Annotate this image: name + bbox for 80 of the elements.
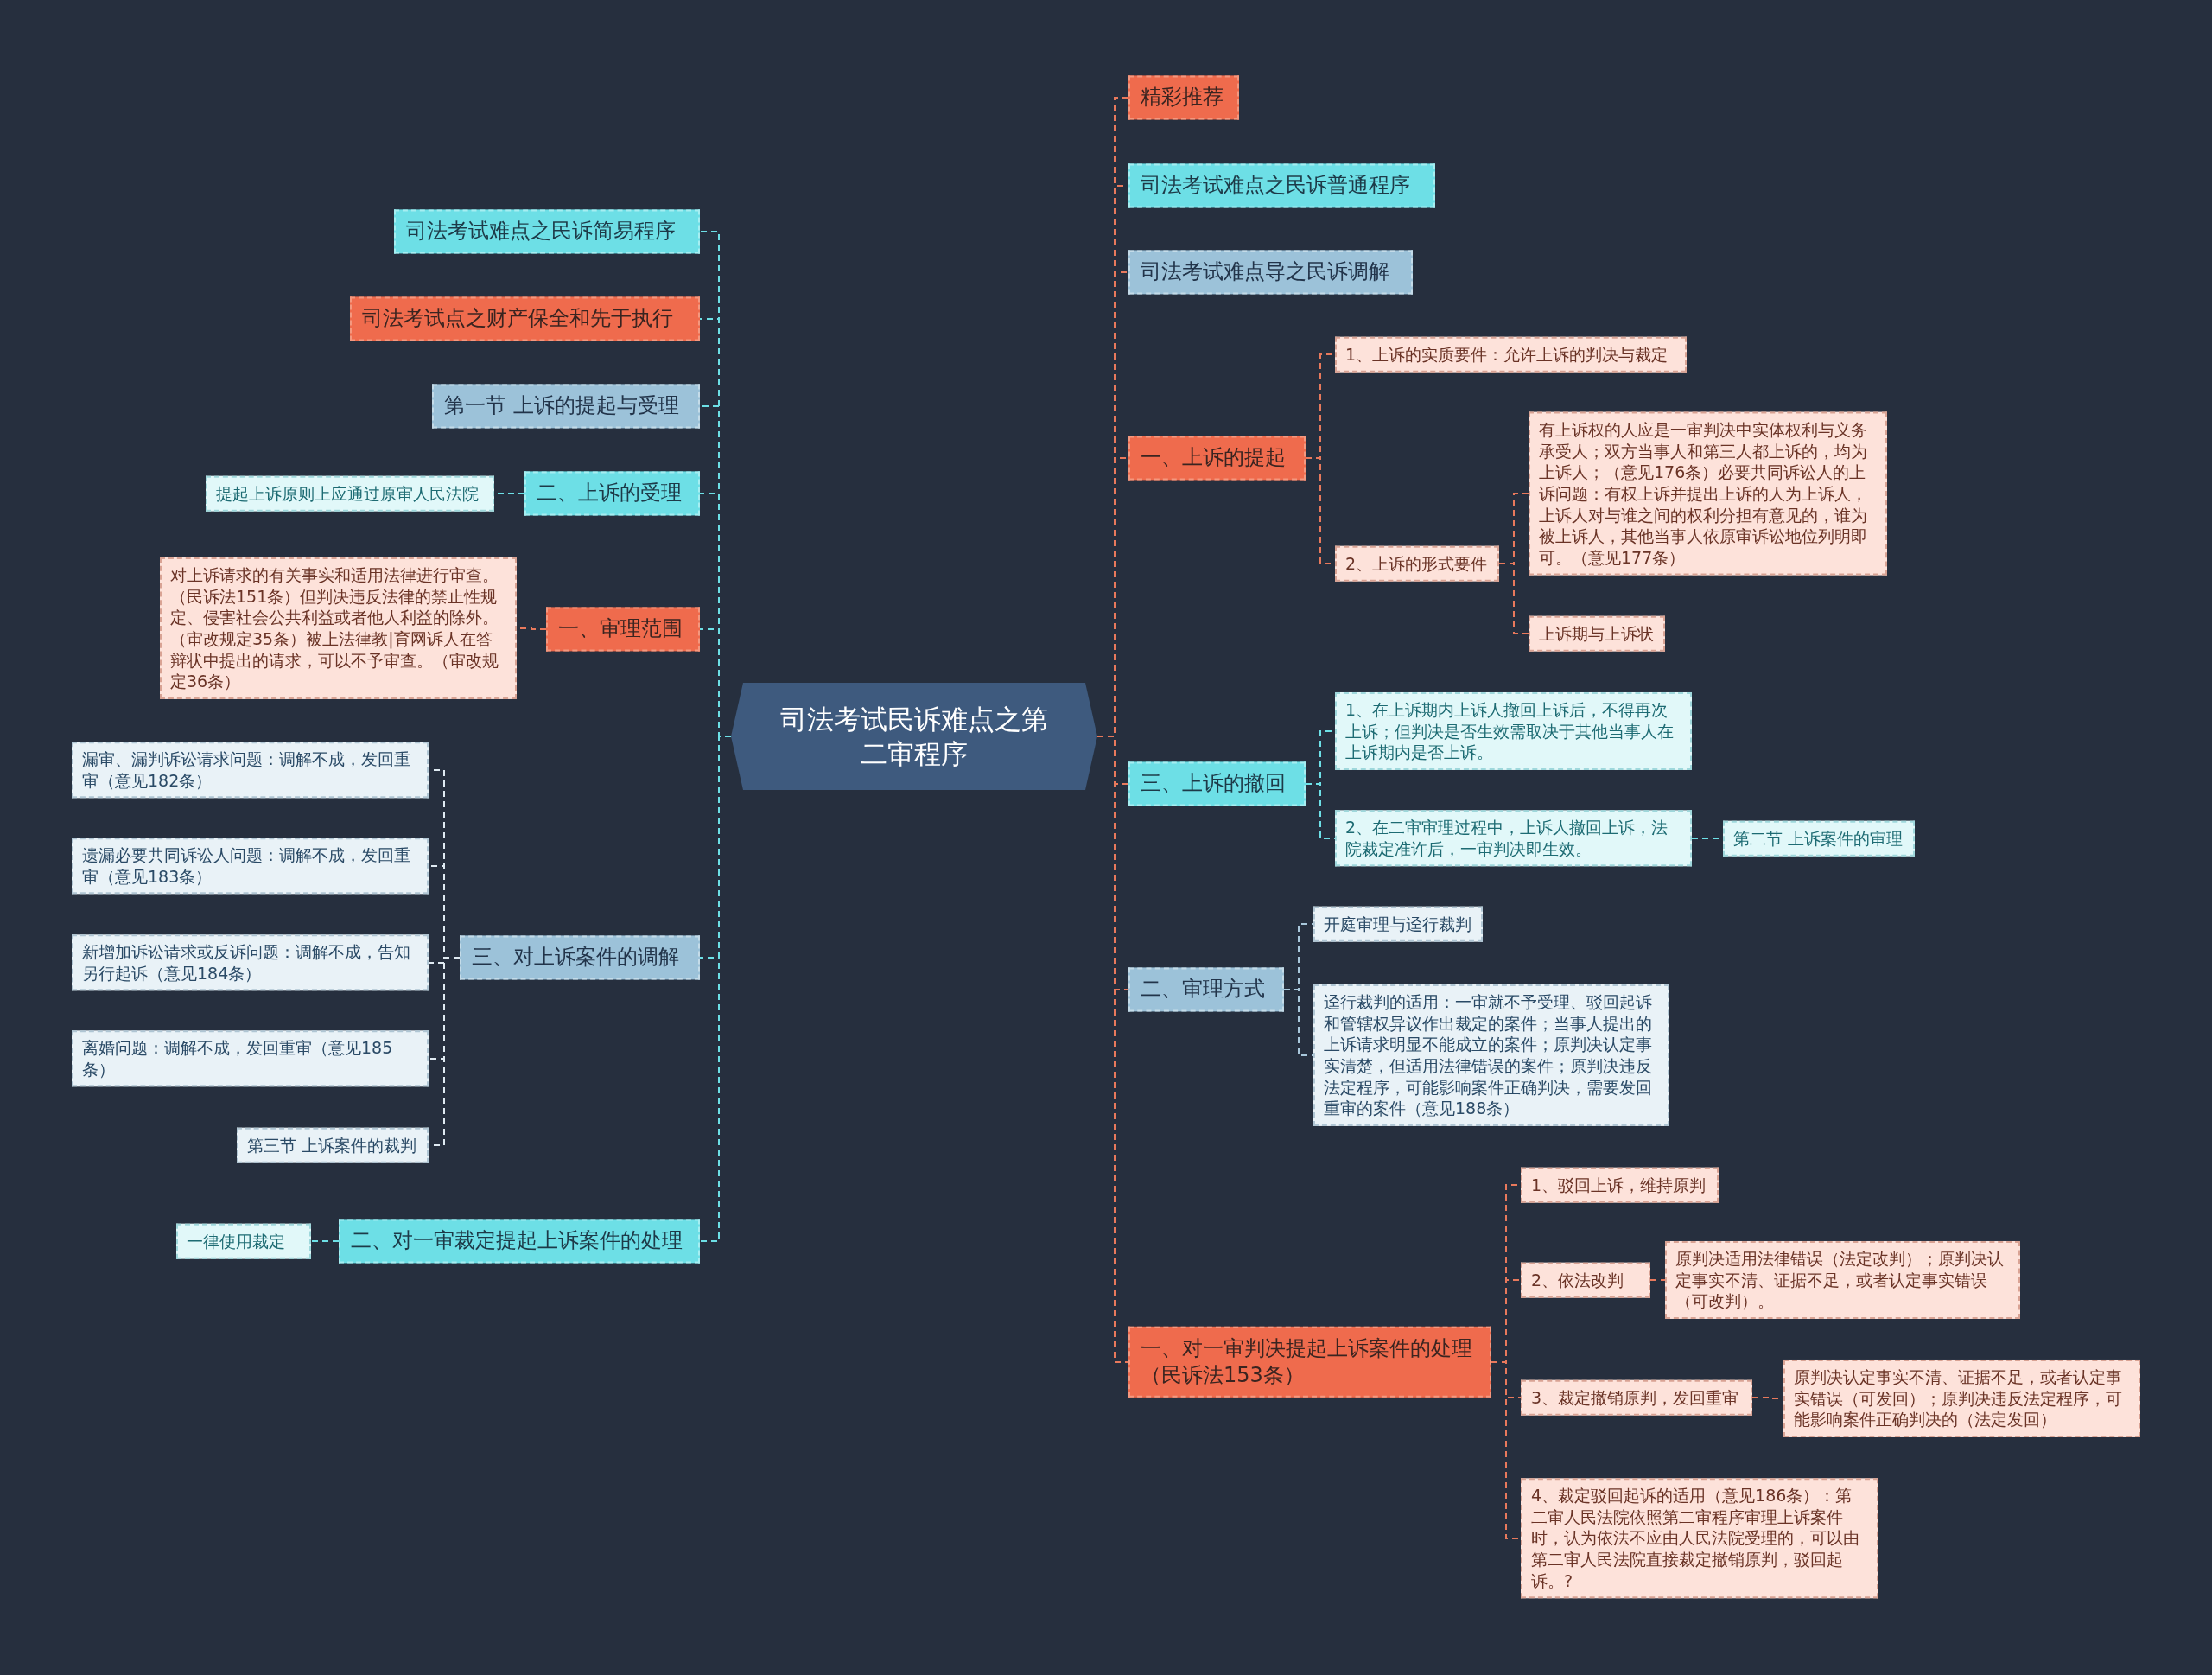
- topic-text: 三、对上诉案件的调解: [472, 944, 679, 971]
- topic-box: [1521, 1478, 1878, 1599]
- topic-box: [1335, 810, 1692, 867]
- topic-box: [1335, 545, 1499, 582]
- topic-box: [1665, 1240, 2020, 1320]
- topic-text: 对上诉请求的有关事实和适用法律进行审查。（民诉法151条）但判决违反法律的禁止性规定、侵害社会公共利益或者他人利益的除外。（审改规定35条）被上法律教|育网诉人在答辩状中提出的请求，可以不予审查。（审改规定36条）: [170, 564, 499, 693]
- topic-text: 4、裁定驳回起诉的适用（意见186条）：第二审人民法院依照第二审程序审理上诉案件时，认为依法不应由人民法院受理的，可以由第二审人民法院直接裁定撤销原判，驳回起诉。?: [1531, 1485, 1860, 1592]
- topic-box: [176, 1223, 311, 1259]
- topic-box: [1521, 1262, 1650, 1298]
- topic-text: 1、上诉的实质要件：允许上诉的判决与裁定: [1345, 343, 1669, 366]
- topic-text: 二、审理方式: [1141, 976, 1265, 1003]
- connector-line: [310, 1240, 340, 1242]
- topic-text: 司法考试民诉难点之第二审程序: [779, 702, 1049, 771]
- topic-box: [1128, 1326, 1491, 1398]
- topic-box: [460, 935, 700, 980]
- topic-text: 一律使用裁定: [187, 1230, 285, 1252]
- topic-box: [160, 557, 517, 700]
- topic-text: 司法考试难点之民诉简易程序: [406, 218, 676, 245]
- topic-box: [432, 384, 700, 429]
- topic-box: [1128, 75, 1239, 120]
- topic-text: 一、上诉的提起: [1141, 444, 1286, 472]
- topic-text: 2、在二审审理过程中，上诉人撤回上诉，法院裁定准许后，一审判决即生效。: [1345, 817, 1669, 860]
- topic-text: 精彩推荐: [1141, 84, 1224, 111]
- topic-text: 一、对一审判决提起上诉案件的处理（民诉法153条）: [1141, 1334, 1473, 1389]
- topic-text: 提起上诉原则上应通过原审人民法院: [216, 482, 479, 505]
- connector-line: [1649, 1279, 1666, 1281]
- topic-box: [1128, 436, 1306, 481]
- topic-box: [237, 1127, 429, 1163]
- topic-box: [1335, 336, 1687, 373]
- topic-text: 第一节 上诉的提起与受理: [444, 392, 679, 420]
- topic-text: 司法考试难点之民诉普通程序: [1141, 172, 1410, 200]
- topic-box: [72, 838, 429, 895]
- topic-box: [1521, 1379, 1752, 1416]
- topic-box: [1313, 906, 1483, 942]
- topic-text: 第二节 上诉案件的审理: [1733, 827, 1904, 850]
- topic-text: 1、在上诉期内上诉人撤回上诉后，不得再次上诉；但判决是否生效需取决于其他当事人在上诉期内是否上诉。: [1345, 698, 1675, 764]
- topic-text: 司法考试点之财产保全和先于执行: [362, 305, 673, 333]
- topic-box: [72, 742, 429, 799]
- topic-box: [1128, 761, 1306, 806]
- topic-box: [524, 471, 700, 516]
- topic-text: 1、驳回上诉，维持原判: [1531, 1174, 1707, 1196]
- topic-box: [339, 1219, 700, 1264]
- topic-text: 三、上诉的撤回: [1141, 770, 1286, 798]
- topic-text: 开庭审理与迳行裁判: [1324, 913, 1471, 935]
- topic-box: [1723, 820, 1915, 857]
- topic-box: [1128, 967, 1284, 1012]
- topic-box: [1128, 163, 1435, 208]
- topic-text: 第三节 上诉案件的裁判: [247, 1134, 417, 1156]
- topic-text: 漏审、漏判诉讼请求问题：调解不成，发回重审（意见182条）: [82, 748, 411, 792]
- topic-text: 二、上诉的受理: [537, 480, 682, 507]
- topic-text: 上诉期与上诉状: [1539, 622, 1654, 645]
- topic-text: 离婚问题：调解不成，发回重审（意见185条）: [82, 1037, 394, 1080]
- topic-text: 迳行裁判的适用：一审就不予受理、驳回起诉和管辖权异议作出裁定的案件；当事人提出的上诉请求明显不能成立的案件；原判决认定事实清楚，但适用法律错误的案件；原判决违反法定程序，可能影响案件正确判决，需要发回重审的案件（意见188条）: [1324, 990, 1653, 1120]
- connector-line: [1283, 989, 1314, 1056]
- topic-text: 2、上诉的形式要件: [1345, 552, 1488, 575]
- topic-box: [1521, 1167, 1719, 1203]
- topic-text: 3、裁定撤销原判，发回重审: [1531, 1386, 1739, 1409]
- topic-text: 2、依法改判: [1531, 1269, 1624, 1291]
- topic-box: [1529, 411, 1887, 576]
- topic-text: 遗漏必要共同诉讼人问题：调解不成，发回重审（意见183条）: [82, 844, 411, 888]
- topic-box: [546, 607, 700, 652]
- topic-text: 司法考试难点导之民诉调解: [1141, 258, 1389, 286]
- topic-box: [1529, 615, 1665, 652]
- topic-box: [72, 1030, 429, 1087]
- topic-box: [1313, 984, 1669, 1127]
- topic-text: 新增加诉讼请求或反诉问题：调解不成，告知另行起诉（意见184条）: [82, 941, 411, 984]
- topic-box: [1783, 1359, 2140, 1438]
- topic-box: [350, 296, 700, 341]
- connector-line: [1498, 563, 1529, 634]
- topic-box: [1128, 250, 1413, 295]
- topic-text: 有上诉权的人应是一审判决中实体权利与义务承受人；双方当事人和第三人都上诉的，均为上诉人；（意见176条）必要共同诉讼人的上诉问题：有权上诉并提出上诉的人为上诉人，上诉人对与谁之间的权利分担有意见的，谁为被上诉人，其他当事人依原审诉讼地位列明即可。（意见177条）: [1539, 418, 1868, 569]
- central-topic: [731, 683, 1097, 790]
- topic-text: 原判决认定事实不清、证据不足，或者认定事实错误（可发回）；原判决违反法定程序，可能影响案件正确判决的（法定发回）: [1794, 1366, 2123, 1431]
- topic-text: 二、对一审裁定提起上诉案件的处理: [351, 1227, 683, 1255]
- topic-box: [394, 209, 700, 254]
- topic-text: 一、审理范围: [558, 615, 683, 643]
- topic-box: [206, 475, 494, 512]
- topic-box: [72, 934, 429, 991]
- topic-text: 原判决适用法律错误（法定改判）；原判决认定事实不清、证据不足，或者认定事实错误（可改判）。: [1675, 1247, 2005, 1313]
- topic-box: [1335, 691, 1692, 771]
